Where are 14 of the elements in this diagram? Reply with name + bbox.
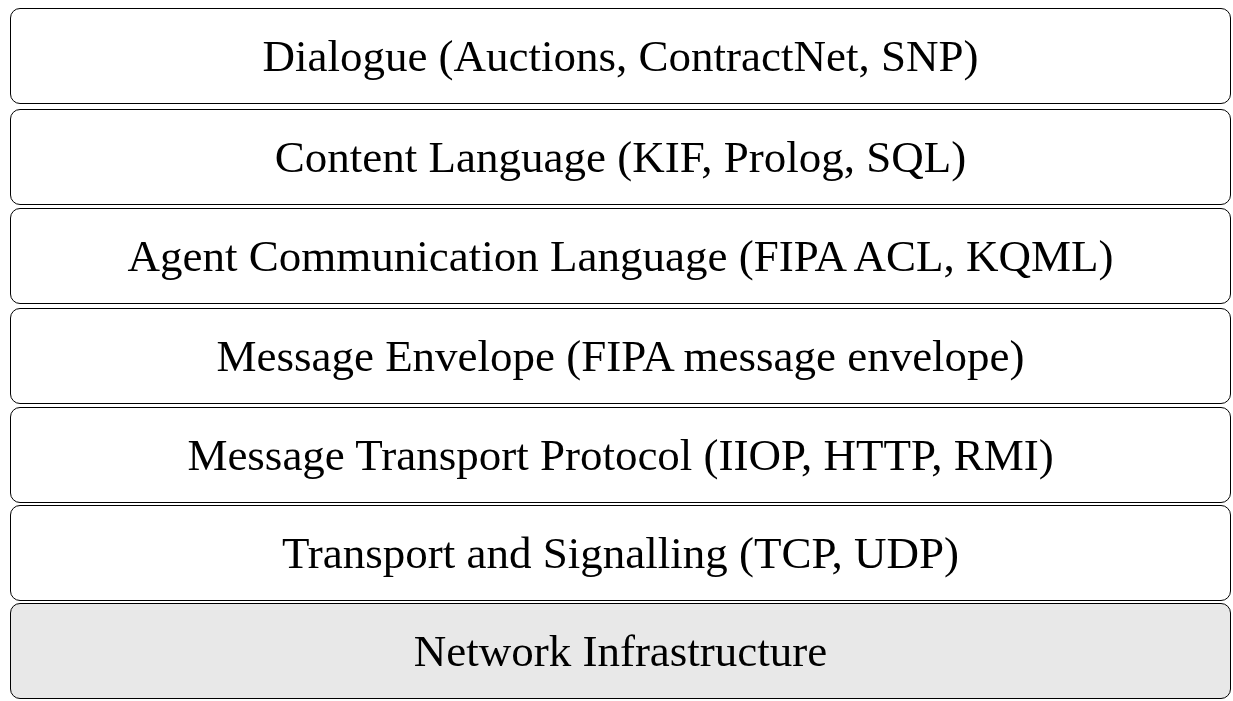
layer-box: [10, 505, 1231, 601]
layer-box: [10, 8, 1231, 104]
layer-label: Agent Communication Language (FIPA ACL, KQML): [127, 233, 1114, 279]
layer-label: Content Language (KIF, Prolog, SQL): [274, 134, 967, 180]
layer-label: Message Transport Protocol (IIOP, HTTP, RMI): [187, 432, 1054, 478]
layer-label: Message Envelope (FIPA message envelope): [216, 333, 1025, 379]
layer-box: [10, 109, 1231, 205]
layer-label: Transport and Signalling (TCP, UDP): [281, 530, 960, 576]
layer-box: [10, 208, 1231, 304]
layer-box: [10, 603, 1231, 699]
layer-label: Network Infrastructure: [413, 628, 828, 674]
layer-label: Dialogue (Auctions, ContractNet, SNP): [262, 33, 979, 79]
layer-box: [10, 308, 1231, 404]
layer-box: [10, 407, 1231, 503]
